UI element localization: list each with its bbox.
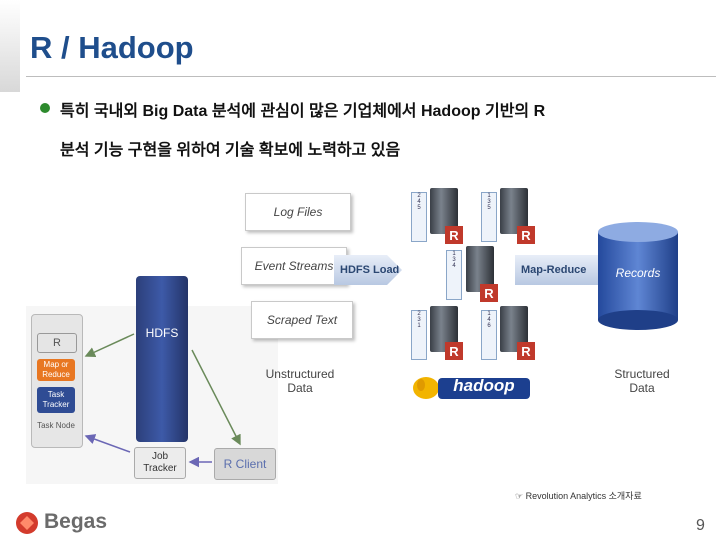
bullet-text-line1: 특히 국내외 Big Data 분석에 관심이 많은 기업체에서 Hadoop … bbox=[60, 103, 546, 120]
hadoop-logo-text: hadoop bbox=[453, 376, 515, 395]
r-badge: R bbox=[445, 342, 463, 360]
unstructured-data-label: Unstructured Data bbox=[265, 367, 335, 395]
hdfs-storage: HDFS bbox=[136, 276, 188, 442]
hdfs-load-arrow: HDFS Load bbox=[334, 255, 402, 285]
r-client-box: R Client bbox=[214, 448, 276, 480]
source-scraped-text: Scraped Text bbox=[251, 301, 353, 339]
cluster-connectors bbox=[84, 333, 241, 468]
title-divider bbox=[26, 76, 716, 77]
map-or-reduce-box: Map or Reduce bbox=[37, 359, 75, 381]
task-node-r: R bbox=[37, 333, 77, 353]
hadoop-logo bbox=[413, 377, 530, 399]
source-event-streams: Event Streams bbox=[241, 247, 347, 285]
page-number: 9 bbox=[696, 517, 705, 534]
r-badge: R bbox=[517, 342, 535, 360]
begas-logo-text: Begas bbox=[44, 510, 108, 533]
slide-title: R / Hadoop bbox=[30, 30, 194, 65]
r-badge: R bbox=[445, 226, 463, 244]
r-badge: R bbox=[480, 284, 498, 302]
records-database-icon bbox=[598, 222, 678, 330]
task-node-label: Task Node bbox=[37, 421, 75, 430]
task-node: R Map or Reduce Task Tracker Task Node bbox=[31, 314, 83, 448]
hdfs-label: HDFS bbox=[145, 326, 179, 340]
title-accent-bar bbox=[0, 0, 20, 92]
bullet-icon bbox=[40, 103, 50, 113]
task-tracker-box: Task Tracker bbox=[37, 387, 75, 413]
begas-logo-icon bbox=[16, 512, 38, 534]
source-log-files: Log Files bbox=[245, 193, 351, 231]
source-caption: ☞ Revolution Analytics 소개자료 bbox=[515, 491, 642, 501]
bullet-text-line2: 분석 기능 구현을 위하여 기술 확보에 노력하고 있음 bbox=[60, 142, 401, 159]
r-badge: R bbox=[517, 226, 535, 244]
records-label: Records bbox=[615, 266, 661, 280]
job-tracker-box: Job Tracker bbox=[134, 447, 186, 479]
structured-data-label: Structured Data bbox=[614, 367, 670, 395]
